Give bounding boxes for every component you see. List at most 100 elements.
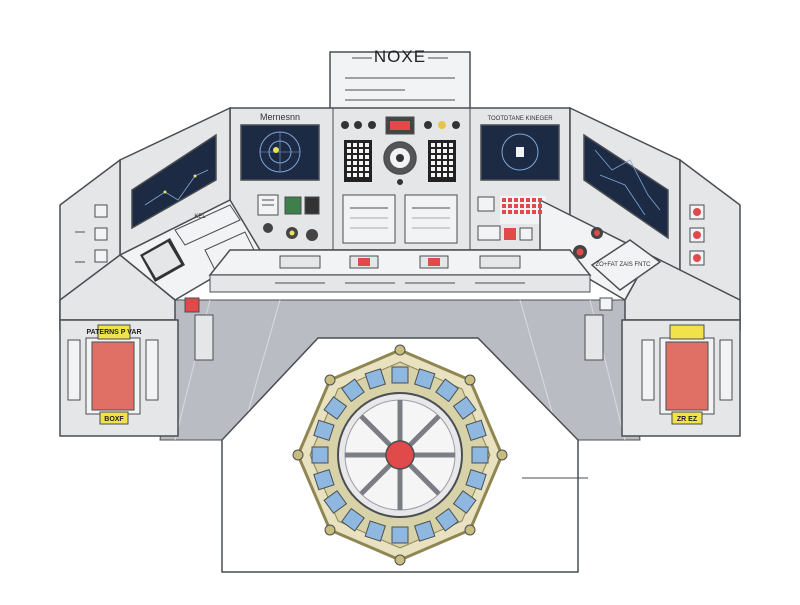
hatch-wheel[interactable] [292,344,508,566]
grid-key [437,173,441,177]
grid-key [437,161,441,165]
grid-key [353,149,357,153]
hatch-window [414,520,436,542]
left-console-desk: KEL [59,199,262,321]
grid-key [532,204,536,208]
starmap-screen [131,133,217,230]
hatch-bolts [292,344,508,566]
hatch-window [364,368,386,390]
grid-key [443,155,447,159]
grid-key [365,173,369,177]
hatch-window [323,490,348,514]
grid-key [502,198,506,202]
grid-key [431,149,435,153]
grid-key [449,173,453,177]
grid-key [520,198,524,202]
hatch-window [341,507,365,532]
left-cabinet: PATERNS P VAR BOXF [59,319,179,437]
hatch-spoke [408,414,441,447]
hatch-window [313,419,335,441]
grid-key [353,161,357,165]
grid-key [431,161,435,165]
grid-key [359,149,363,153]
grid-key [538,210,542,214]
grid-key [353,173,357,177]
grid-key [437,149,441,153]
hatch-window [311,446,329,464]
grid-key [532,210,536,214]
grid-key [359,167,363,171]
hatch-bolt [496,449,508,461]
grid-key [359,143,363,147]
hatch-center-button[interactable] [385,440,415,470]
hatch-window [435,507,459,532]
right-sticker-bottom: ZR EZ [677,416,698,423]
radar-screen [240,124,320,181]
hatch-bolt [324,524,336,536]
noxe-title: NOXE [374,47,426,66]
right-console-screen-text: ZO+FAT ZAIS FNTC [596,262,652,268]
grid-key [514,198,518,202]
hatch-window [452,396,477,420]
left-station-label: Mernesnn [260,112,300,122]
hatch-spoke [359,463,392,496]
hatch-window [414,368,436,390]
grid-key [359,155,363,159]
keypad [140,238,185,282]
grid-key [359,173,363,177]
grid-key [431,167,435,171]
noxe-sign: NOXE [329,47,471,111]
grid-key [526,198,530,202]
grid-key [443,167,447,171]
keypad-label: KEL [194,214,206,220]
hatch-bolt [394,344,406,356]
right-cabinet: ZR EZ [621,319,741,437]
grid-key [538,204,542,208]
grid-key [365,155,369,159]
hatch-window [364,520,386,542]
grid-key [449,143,453,147]
target-screen [480,124,560,181]
grid-key [347,173,351,177]
grid-key [431,173,435,177]
starmap-screen-right [583,133,669,240]
grid-key [347,149,351,153]
hatch-spoke [359,414,392,447]
left-sticker-bottom: BOXF [104,416,124,423]
grid-key [508,204,512,208]
grid-key [437,143,441,147]
grid-key [353,143,357,147]
grid-key [443,173,447,177]
grid-key [526,204,530,208]
grid-key [449,167,453,171]
left-back-station: Mernesnn [240,112,320,241]
grid-key [347,143,351,147]
hatch-window [313,469,335,491]
grid-key [520,204,524,208]
grid-key [365,161,369,165]
grid-key [347,167,351,171]
grid-key [502,204,506,208]
center-console-strip [208,249,592,293]
hatch-bolt [394,554,406,566]
grid-key [365,143,369,147]
grid-key [347,155,351,159]
hatch-window [471,446,489,464]
hatch-bolt [324,374,336,386]
grid-key [514,204,518,208]
hatch-window [323,396,348,420]
desk-legs [194,314,604,361]
grid-key [443,143,447,147]
hatch-windows [311,366,489,544]
grid-key [508,198,512,202]
left-sticker-top: PATERNS P VAR [86,329,141,336]
right-station-label: TOOTDTANE KINEGER [487,116,553,122]
grid-key [353,155,357,159]
grid-key [514,210,518,214]
grid-key [449,149,453,153]
hatch-bolt [464,374,476,386]
right-console-screen: ZO+FAT ZAIS FNTC [590,239,662,291]
hatch-window [465,469,487,491]
